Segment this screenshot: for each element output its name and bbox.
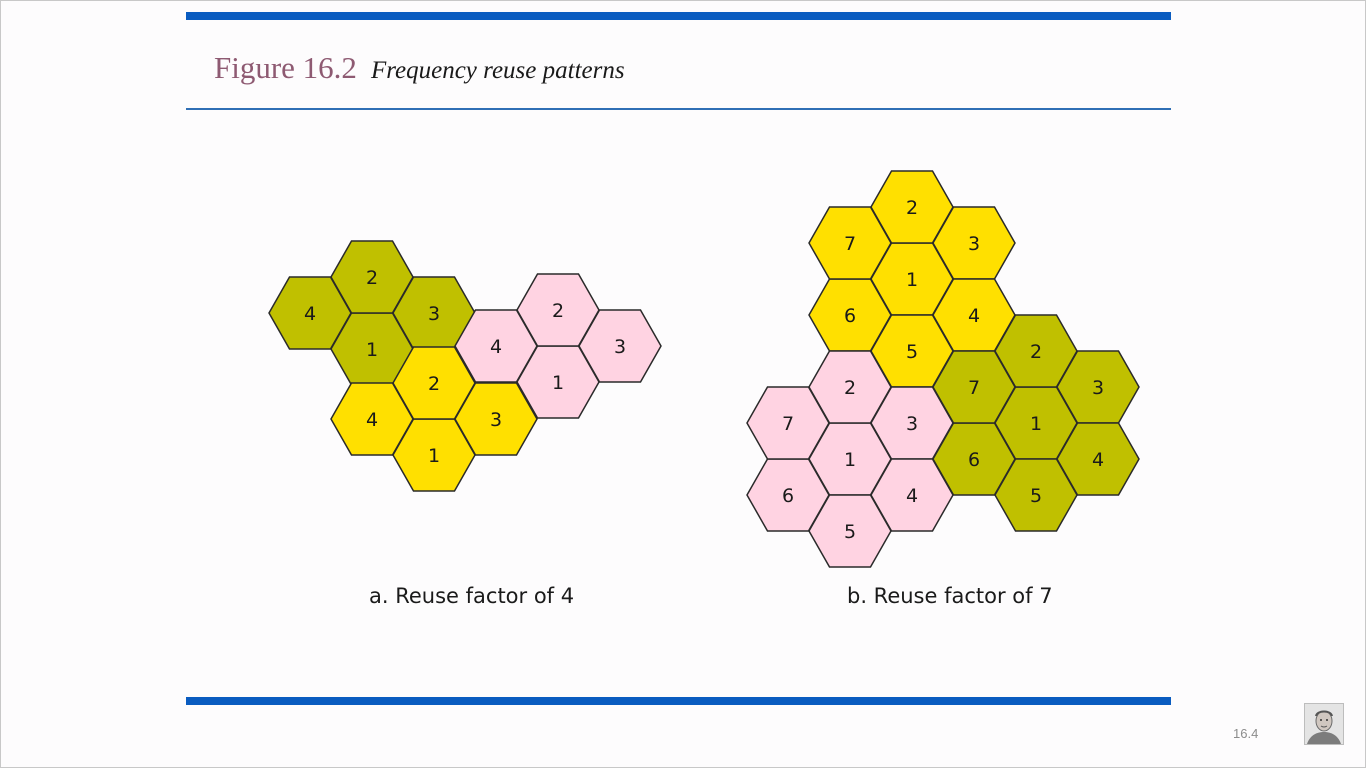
hex-cell-label: 4 xyxy=(490,336,502,358)
title-underline xyxy=(186,108,1171,110)
hex-cell-label: 3 xyxy=(428,303,440,325)
hex-cell-label: 1 xyxy=(428,445,440,467)
hex-cell-label: 7 xyxy=(968,377,980,399)
hex-cell-shape xyxy=(454,309,538,383)
diagram-reuse-7: 1 2 3 4 5 6 7 1 2 3 4 5 6 7 1 2 3 4 5 6 7 xyxy=(746,170,1140,568)
a-yellow-cell-3: 3 xyxy=(454,382,538,456)
hex-cell-label: 3 xyxy=(490,409,502,431)
hex-cell-label: 1 xyxy=(366,339,378,361)
hex-cell-label: 3 xyxy=(906,413,918,435)
a-yellow-cell-4: 4 xyxy=(330,382,414,456)
hex-cell-shape xyxy=(330,382,414,456)
hex-cell-label: 6 xyxy=(968,449,980,471)
diagram-reuse-4: 1 2 3 4 1 2 3 4 1 2 3 4 xyxy=(268,240,662,492)
figure-title: Figure 16.2 Frequency reuse patterns xyxy=(214,50,625,86)
b-olive-cell-5: 5 xyxy=(994,458,1078,532)
page-number: 16.4 xyxy=(1233,726,1259,741)
hex-cell-label: 1 xyxy=(1030,413,1042,435)
b-olive-cell-6: 6 xyxy=(932,422,1016,496)
hex-cell-label: 3 xyxy=(614,336,626,358)
hex-cell-label: 5 xyxy=(906,341,918,363)
figure-caption: Frequency reuse patterns xyxy=(370,57,625,84)
hex-cell-label: 2 xyxy=(1030,341,1042,363)
hex-cell-shape xyxy=(932,350,1016,424)
hex-cell-shape xyxy=(746,386,830,460)
hex-cell-label: 2 xyxy=(366,267,378,289)
hex-cell-label: 2 xyxy=(552,300,564,322)
hex-cell-shape xyxy=(808,206,892,280)
hex-cell-label: 2 xyxy=(906,197,918,219)
hex-cell-label: 1 xyxy=(552,372,564,394)
presenter-avatar xyxy=(1304,703,1344,745)
hex-cell-label: 4 xyxy=(906,485,918,507)
hex-cell-label: 4 xyxy=(1092,449,1104,471)
b-olive-cell-7: 7 xyxy=(932,350,1016,424)
hex-cell-label: 4 xyxy=(366,409,378,431)
a-olive-cell-4: 4 xyxy=(268,276,352,350)
a-pink-cell-4: 4 xyxy=(454,309,538,383)
caption-reuse-7: b. Reuse factor of 7 xyxy=(847,584,1053,608)
bottom-rule xyxy=(186,697,1171,705)
hex-cell-shape xyxy=(454,382,538,456)
b-olive-cell-4: 4 xyxy=(1056,422,1140,496)
hex-cell-label: 5 xyxy=(844,521,856,543)
a-pink-cell-3: 3 xyxy=(578,309,662,383)
hex-cell-label: 7 xyxy=(782,413,794,435)
hex-cell-label: 1 xyxy=(844,449,856,471)
hex-cell-shape xyxy=(578,309,662,383)
b-yellow-cell-7: 7 xyxy=(808,206,892,280)
hex-cell-shape xyxy=(268,276,352,350)
hex-cell-label: 4 xyxy=(968,305,980,327)
figure-number: Figure 16.2 xyxy=(214,50,357,85)
hex-cell-label: 6 xyxy=(782,485,794,507)
hex-cell-label: 5 xyxy=(1030,485,1042,507)
top-rule xyxy=(186,12,1171,20)
hex-cell-label: 2 xyxy=(428,373,440,395)
b-pink-cell-7: 7 xyxy=(746,386,830,460)
caption-reuse-4: a. Reuse factor of 4 xyxy=(369,584,575,608)
hex-cell-label: 2 xyxy=(844,377,856,399)
hex-cell-label: 3 xyxy=(968,233,980,255)
hex-cell-label: 4 xyxy=(304,303,316,325)
hex-cell-label: 7 xyxy=(844,233,856,255)
hex-cell-label: 3 xyxy=(1092,377,1104,399)
hex-cell-label: 1 xyxy=(906,269,918,291)
hex-cell-label: 6 xyxy=(844,305,856,327)
